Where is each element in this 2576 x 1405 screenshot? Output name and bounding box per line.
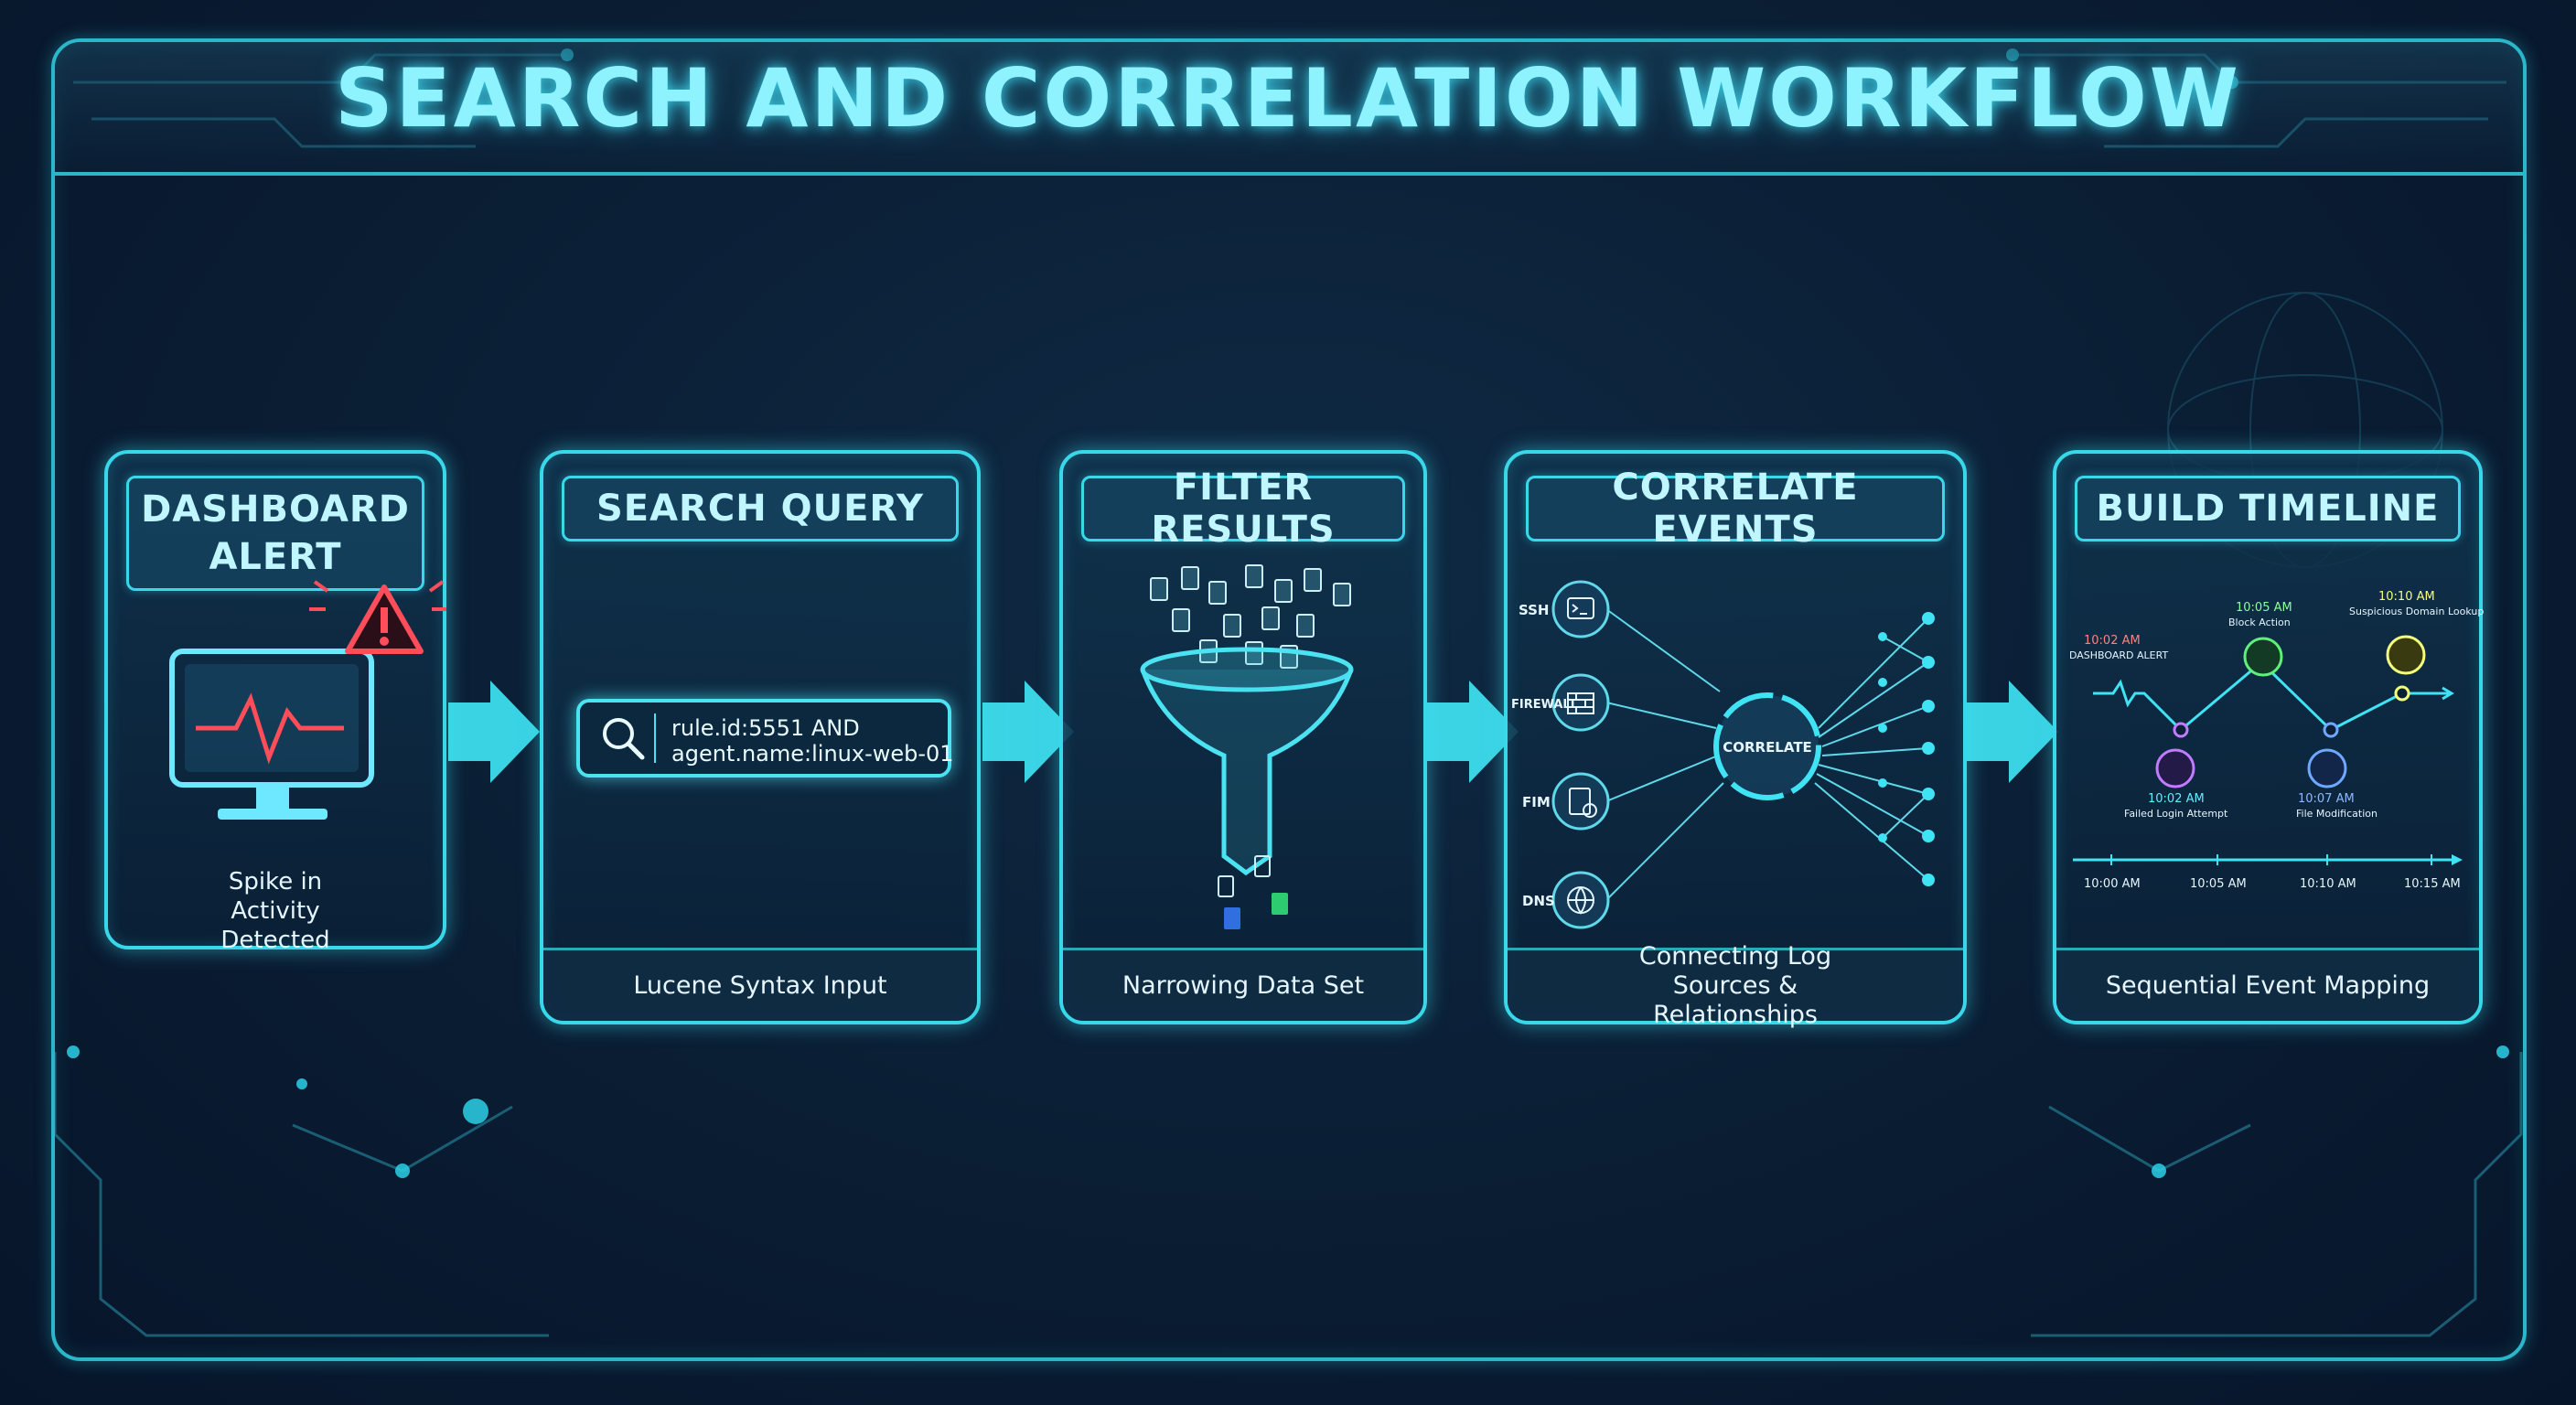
correlation-diagram: SSH FIREWALL FIM DNS CORRELATE: [1511, 580, 1935, 929]
event-label: Suspicious Domain Lookup: [2349, 606, 2484, 617]
funnel-icon: [1140, 564, 1354, 929]
axis-tick: 10:10 AM: [2300, 877, 2356, 891]
event-label: Block Action: [2228, 617, 2291, 628]
arrow-right-icon: [1427, 681, 1519, 783]
file-integrity-icon: [1551, 772, 1610, 831]
title-band: [55, 42, 2523, 176]
step-heading: SEARCH QUERY: [562, 476, 959, 542]
query-line-1: rule.id:5551 AND: [671, 715, 860, 741]
correlate-hub: CORRELATE: [1723, 739, 1812, 756]
event-time: 10:07 AM: [2298, 792, 2355, 806]
step-heading: BUILD TIMELINE: [2075, 476, 2461, 542]
monitor-alert-icon: [169, 580, 446, 820]
step-search-query: SEARCH QUERY rule.id:5551 AND agent.name…: [540, 450, 981, 1024]
query-line-2: agent.name:linux-web-01: [671, 741, 954, 767]
arrow-right-icon: [448, 681, 540, 783]
arrow-right-icon: [982, 681, 1074, 783]
axis-tick: 10:15 AM: [2404, 877, 2461, 891]
event-label: DASHBOARD ALERT: [2069, 649, 2168, 661]
step-note: Spike in Activity Detected: [220, 868, 330, 954]
domain-lookup-icon: [2386, 635, 2426, 675]
source-label: DNS: [1522, 893, 1555, 909]
page-title: SEARCH AND CORRELATION WORKFLOW: [335, 51, 2241, 145]
event-time: 10:02 AM: [2148, 792, 2205, 806]
event-label: File Modification: [2296, 808, 2377, 820]
outer-frame: [51, 38, 2527, 1361]
step-build-timeline: BUILD TIMELINE 10:02 AM DASHBOARD ALERT …: [2053, 450, 2484, 1024]
step-filter-results: FILTER RESULTS Narrowing Data Set: [1059, 450, 1427, 1024]
step-correlate-events: CORRELATE EVENTS SSH FIREWALL FIM DNS CO…: [1504, 450, 1967, 1029]
source-label: FIM: [1522, 794, 1551, 810]
arrow-right-icon: [1967, 681, 2058, 783]
event-label: Failed Login Attempt: [2124, 808, 2228, 820]
search-input[interactable]: rule.id:5551 AND agent.name:linux-web-01: [576, 699, 954, 778]
timeline-diagram: 10:02 AM DASHBOARD ALERT 10:02 AM Failed…: [2069, 590, 2484, 891]
firewall-icon: [1551, 673, 1610, 732]
event-time: 10:02 AM: [2084, 634, 2141, 648]
step-footer: Sequential Event Mapping: [2056, 948, 2479, 1021]
ssh-terminal-icon: [1551, 580, 1610, 638]
file-icon: [2307, 748, 2347, 788]
axis-tick: 10:00 AM: [2084, 877, 2141, 891]
step-dashboard-alert: DASHBOARD ALERT Spike in Activity Detect…: [104, 450, 446, 954]
step-footer: Lucene Syntax Input: [543, 948, 977, 1021]
event-time: 10:10 AM: [2378, 590, 2435, 604]
source-label: SSH: [1519, 602, 1550, 618]
terminal-icon: [2155, 748, 2195, 788]
step-footer: Connecting Log Sources & Relationships: [1508, 942, 1963, 1029]
firewall-icon: [2243, 637, 2283, 677]
step-footer: Narrowing Data Set: [1063, 948, 1423, 1021]
search-icon: [603, 713, 656, 763]
source-label: FIREWALL: [1511, 698, 1578, 712]
axis-tick: 10:05 AM: [2190, 877, 2247, 891]
step-heading: DASHBOARD ALERT: [126, 476, 424, 591]
event-time: 10:05 AM: [2236, 601, 2292, 615]
